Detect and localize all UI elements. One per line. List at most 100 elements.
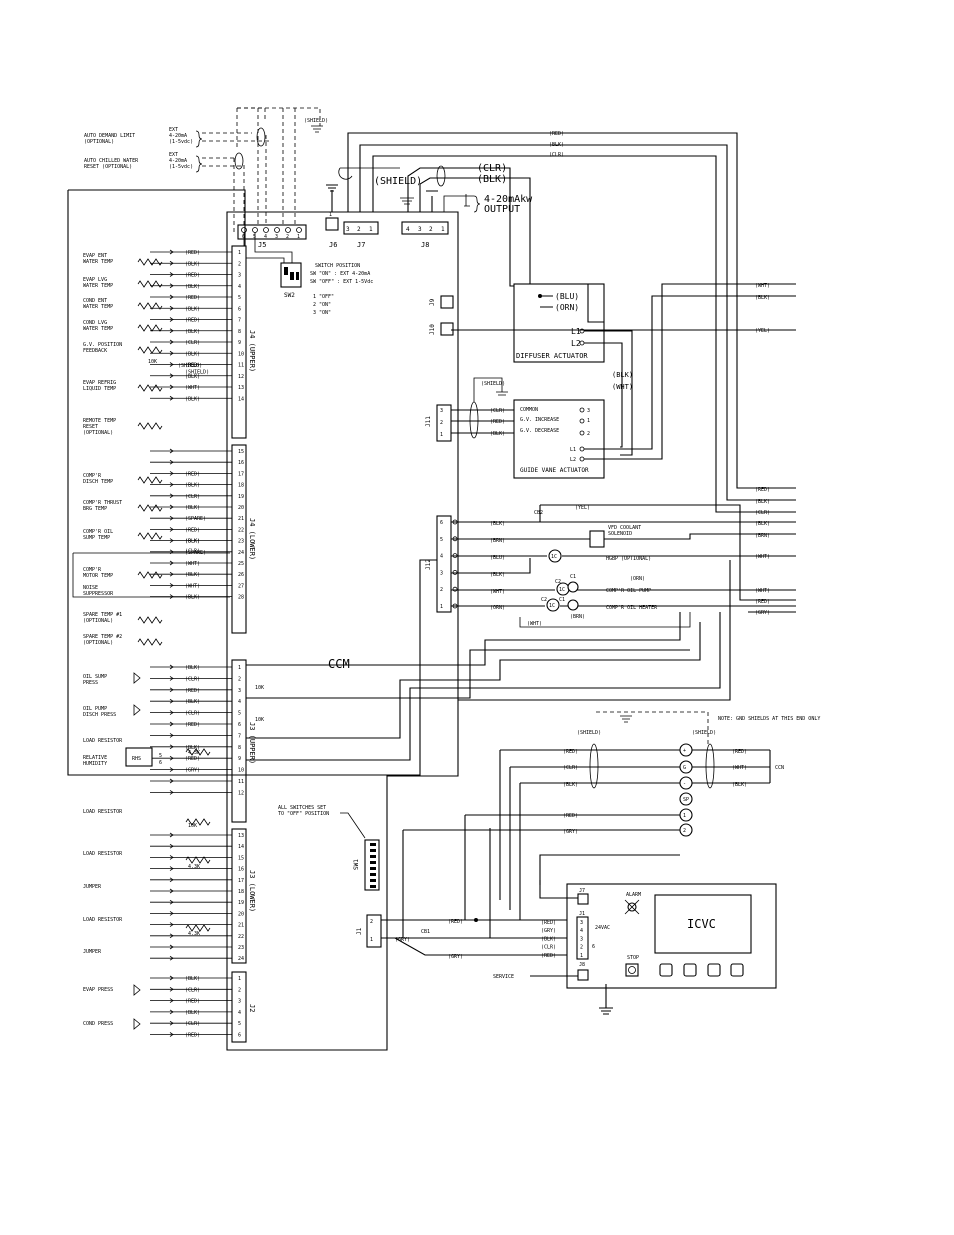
j4u-wire-0: (RED) xyxy=(185,250,200,256)
j3u-wire-7: (RED) xyxy=(185,756,200,762)
remote-temp-opt: (OPTIONAL) xyxy=(83,430,113,436)
res-10k-2: 10K xyxy=(255,717,264,723)
j3u-arrow-1 xyxy=(169,664,174,670)
comp-oil-label: COMP'R OIL xyxy=(83,529,113,535)
j4l-wire-12: (WHT) xyxy=(185,583,200,589)
j3u-arrow-6 xyxy=(169,721,174,727)
ccn-term-label-5: 2 xyxy=(683,828,686,834)
j4u-arrow-12 xyxy=(169,373,174,379)
softkey-2[interactable] xyxy=(683,963,697,977)
j4l-pin-22: 22 xyxy=(238,527,244,533)
auto-chilled-water-optional: RESET (OPTIONAL) xyxy=(84,164,132,170)
j2-wire-5: (RED) xyxy=(185,1033,200,1039)
j4l-pin-15: 15 xyxy=(238,449,244,455)
softkey-3[interactable] xyxy=(707,963,721,977)
j3u-pin-6: 6 xyxy=(238,722,241,728)
j3l-pin-24: 24 xyxy=(238,956,244,962)
j3u-pin-7: 7 xyxy=(238,733,241,739)
stop-button[interactable] xyxy=(625,963,639,977)
sw1-label: SW1 xyxy=(353,859,360,870)
j1-pin-2: 2 xyxy=(370,919,373,925)
j3l-arrow-21 xyxy=(169,922,174,927)
j3l-arrow-18 xyxy=(169,888,174,894)
re-0: (WHT) xyxy=(755,283,770,289)
diffuser-blk: (BLK) xyxy=(612,371,633,379)
j4l-arrow-18 xyxy=(169,482,174,487)
j4l-pin-26: 26 xyxy=(238,572,244,578)
gv-pin-2: 2 xyxy=(587,431,590,437)
output-ma-label: 4-20mAkw xyxy=(484,194,533,205)
j3u-wire-2: (RED) xyxy=(185,688,200,694)
j1-connector xyxy=(366,914,382,948)
j4u-wire-10: (SHIELD) xyxy=(185,369,209,375)
oil-sump-label: OIL SUMP xyxy=(83,674,107,680)
j4u-pin-2: 2 xyxy=(238,261,241,267)
auto-demand-limit-optional: (OPTIONAL) xyxy=(84,139,114,145)
ccn-terminal-0 xyxy=(679,743,693,757)
icvc-module: ICVC ALARM STOP J7 J1 24VAC 6 J8 SERVICE xyxy=(493,854,777,1015)
switch-1: 1 "OFF" xyxy=(313,294,334,300)
rhs-pin-5: 5 xyxy=(159,753,162,759)
j3l-pin-22: 22 xyxy=(238,934,244,940)
svg-text:3: 3 xyxy=(346,226,350,233)
thermistor-6 xyxy=(137,422,163,430)
j4l-wire-11: (BLK) xyxy=(185,572,200,578)
j3l-pin-17: 17 xyxy=(238,878,244,884)
j2-pin-5: 5 xyxy=(238,1021,241,1027)
j4l-wire-6: (BLK) xyxy=(185,539,200,545)
icvc-j7-label: J7 xyxy=(579,888,585,894)
ccn-term-label-4: 1 xyxy=(683,813,686,819)
thermistor-10 xyxy=(137,571,163,579)
j2-label: J2 xyxy=(248,1004,256,1012)
softkey-1[interactable] xyxy=(659,963,673,977)
spare1-sub: (OPTIONAL) xyxy=(83,618,113,624)
j12-pin-2: 2 xyxy=(440,587,443,593)
icvc-display xyxy=(654,894,752,954)
evap-refrig-sub: LIQUID TEMP xyxy=(83,386,116,392)
icvc-stop-label: STOP xyxy=(627,955,639,961)
sw1-note-1: ALL SWITCHES SET xyxy=(278,805,326,811)
gv-clr: (CLR) xyxy=(490,408,505,414)
j4l-arrow-23 xyxy=(169,538,174,543)
gv-shield: (SHIELD) xyxy=(481,381,505,387)
j4u-wire-3: (BLK) xyxy=(185,284,200,290)
j4l-pin-28: 28 xyxy=(238,595,244,601)
j3u-arrow-12 xyxy=(169,790,174,795)
j3u-arrow-9 xyxy=(169,755,174,761)
heater-brn: (BRN) xyxy=(570,614,585,620)
c1-label-2: C1 xyxy=(559,597,565,603)
c2-label: C2 xyxy=(555,579,561,585)
ccn-red2: (RED) xyxy=(563,813,578,819)
load-res-2: LOAD RESISTOR xyxy=(83,809,123,815)
j4u-wire-6: (RED) xyxy=(185,318,200,324)
evap-refrig-label: EVAP REFRIG xyxy=(83,380,116,386)
j3u-arrow-10 xyxy=(169,767,174,772)
sw2-label: SW2 xyxy=(284,292,295,299)
j4l-pin-18: 18 xyxy=(238,483,244,489)
res-10k-3: 10K xyxy=(188,823,197,829)
j4-upper-labels: EVAP ENT WATER TEMP EVAP LVG WATER TEMP … xyxy=(83,253,202,436)
ccn-shield-l: (SHIELD) xyxy=(577,730,601,736)
softkey-4[interactable] xyxy=(730,963,744,977)
j4l-wire-8: (BLK) xyxy=(185,539,200,545)
vfd-label: VFD COOLANT xyxy=(608,525,641,531)
j3l-pin-15: 15 xyxy=(238,855,244,861)
switch-position-title: SWITCH POSITION xyxy=(315,263,360,269)
j12-wht-bottom: (WHT) xyxy=(527,621,542,627)
thermistor-9 xyxy=(137,532,163,540)
cond-lvg-label: COND LVG xyxy=(83,320,107,326)
svg-text:1: 1 xyxy=(441,226,445,233)
j4u-arrow-8 xyxy=(169,328,174,334)
ccn-blk: (BLK) xyxy=(563,782,578,788)
re-2: (YEL) xyxy=(755,328,770,334)
switch-3: 3 "ON" xyxy=(313,310,331,316)
re-3: (RED) xyxy=(755,487,770,493)
j2-pin-1: 1 xyxy=(238,976,241,982)
spare2-label: SPARE TEMP #2 xyxy=(83,634,122,640)
j3u-pin-10: 10 xyxy=(238,768,244,774)
j3l-pin-18: 18 xyxy=(238,889,244,895)
j3l-arrow-20 xyxy=(169,911,174,916)
j7-connector xyxy=(343,221,379,235)
gv-pin-1: 1 xyxy=(587,418,590,424)
j4u-wire-2: (RED) xyxy=(185,273,200,279)
